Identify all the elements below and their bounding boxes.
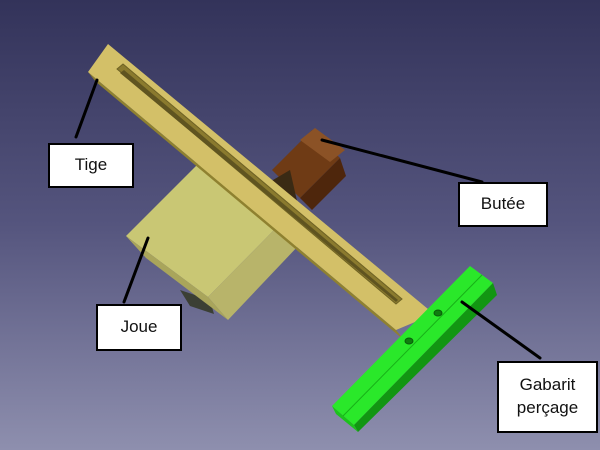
gabarit-leader-line [460, 300, 542, 360]
label-gabarit-line2: perçage [516, 398, 579, 417]
tige-part [88, 44, 434, 340]
tige-side-face [88, 72, 404, 340]
gabarit-edge-line [342, 274, 483, 417]
gabarit-side-face [354, 283, 497, 432]
tige-slot-shadow [120, 70, 398, 302]
joue-shadow [180, 290, 214, 314]
gabarit-part [332, 266, 497, 432]
tige-leader-line [74, 78, 99, 139]
label-tige-text: Tige [74, 155, 108, 175]
leader-lines [74, 78, 542, 360]
butee-side-face [300, 158, 346, 210]
label-tige: Tige [48, 143, 134, 188]
gabarit-hole-2 [404, 337, 414, 345]
gabarit-hole-1 [433, 309, 443, 317]
joue-side-face [208, 224, 300, 320]
label-butee-text: Butée [480, 194, 526, 214]
label-joue: Joue [96, 304, 182, 351]
label-joue-text: Joue [120, 317, 158, 337]
butee-top-face [300, 128, 345, 162]
label-butee: Butée [458, 182, 548, 227]
joue-bottom-face [126, 236, 228, 320]
butee-leader-line [320, 138, 484, 184]
label-gabarit-text: Gabarit perçage [517, 374, 578, 420]
label-gabarit-line1: Gabarit [519, 375, 576, 395]
label-gabarit-percage: Gabarit perçage [497, 361, 598, 433]
gabarit-front-face [332, 406, 358, 432]
joue-leader-line [122, 236, 150, 304]
